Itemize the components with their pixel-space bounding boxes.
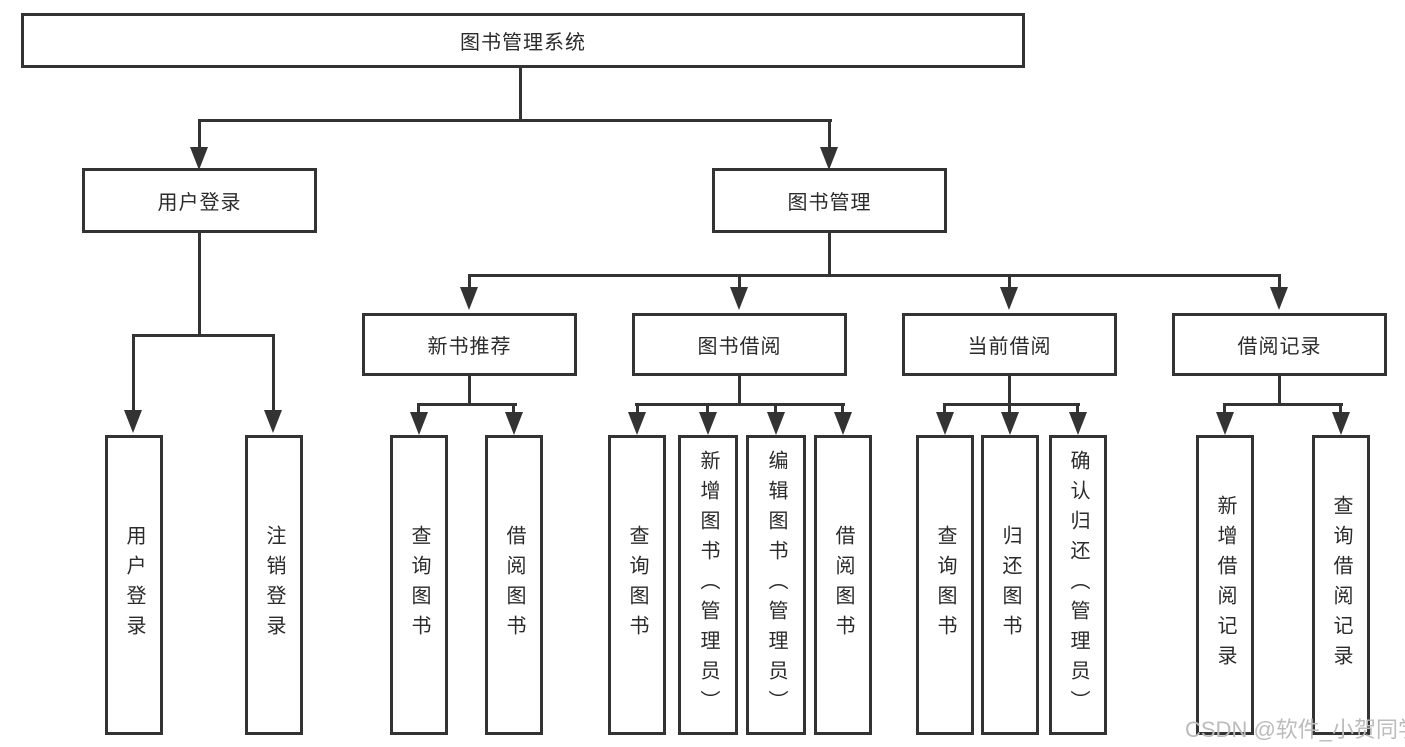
arrow-down-icon	[699, 412, 717, 435]
node-add-books-admin: 新增图书（管理员）	[678, 435, 738, 735]
connector-line	[512, 403, 515, 413]
connector-line	[1008, 403, 1011, 413]
connector-line	[1008, 376, 1011, 405]
connector-line	[272, 334, 275, 411]
node-confirm-return-admin: 确认归还（管理员）	[1049, 435, 1107, 735]
connector-line	[943, 403, 946, 413]
node-borrow-books: 借阅图书	[814, 435, 872, 735]
connector-line	[519, 68, 522, 120]
node-borrow-records: 借阅记录	[1172, 313, 1387, 376]
arrow-down-icon	[124, 410, 142, 433]
node-query-books-recommend: 查询图书	[390, 435, 448, 735]
arrow-down-icon	[730, 287, 748, 310]
arrow-down-icon	[264, 410, 282, 433]
arrow-down-icon	[1332, 412, 1350, 435]
node-current-borrowing: 当前借阅	[902, 313, 1117, 376]
node-user-login: 用户登录	[105, 435, 163, 735]
connector-line	[1223, 403, 1226, 413]
node-query-borrow-record: 查询借阅记录	[1312, 435, 1370, 735]
connector-line	[1008, 274, 1011, 288]
arrow-down-icon	[1270, 287, 1288, 310]
csdn-watermark: CSDN @软件_小贺同学	[1185, 717, 1405, 742]
connector-line	[198, 233, 201, 336]
arrow-down-icon	[1216, 412, 1234, 435]
connector-line	[1278, 376, 1281, 405]
arrow-down-icon	[820, 147, 838, 170]
connector-line	[198, 119, 832, 122]
connector-line	[943, 403, 1080, 406]
node-new-book-recommend: 新书推荐	[362, 313, 577, 376]
connector-line	[132, 334, 275, 337]
node-return-books: 归还图书	[981, 435, 1039, 735]
connector-line	[636, 403, 639, 413]
arrow-down-icon	[1001, 412, 1019, 435]
arrow-down-icon	[190, 147, 208, 170]
connector-line	[635, 403, 845, 406]
node-library-management-system: 图书管理系统	[21, 13, 1025, 68]
node-user-login-group: 用户登录	[82, 168, 317, 233]
arrow-down-icon	[1069, 412, 1087, 435]
arrow-down-icon	[834, 412, 852, 435]
connector-line	[468, 376, 471, 405]
node-borrow-books-recommend: 借阅图书	[485, 435, 543, 735]
connector-line	[198, 119, 201, 149]
connector-line	[1339, 403, 1342, 413]
arrow-down-icon	[505, 412, 523, 435]
connector-line	[828, 233, 831, 276]
connector-line	[706, 403, 709, 413]
connector-line	[468, 274, 471, 288]
connector-line	[774, 403, 777, 413]
connector-line	[841, 403, 844, 413]
node-query-books-current: 查询图书	[916, 435, 974, 735]
connector-line	[417, 403, 420, 413]
arrow-down-icon	[460, 287, 478, 310]
arrow-down-icon	[1000, 287, 1018, 310]
connector-line	[1278, 274, 1281, 288]
arrow-down-icon	[767, 412, 785, 435]
connector-line	[828, 119, 831, 149]
node-book-borrowing: 图书借阅	[632, 313, 847, 376]
arrow-down-icon	[410, 412, 428, 435]
arrow-down-icon	[628, 412, 646, 435]
node-query-books-borrowing: 查询图书	[608, 435, 666, 735]
node-book-management: 图书管理	[712, 168, 947, 233]
arrow-down-icon	[936, 412, 954, 435]
connector-line	[132, 334, 135, 411]
node-logout: 注销登录	[245, 435, 303, 735]
connector-line	[1076, 403, 1079, 413]
connector-line	[417, 403, 517, 406]
connector-line	[468, 274, 1281, 277]
connector-line	[738, 274, 741, 288]
connector-line	[1223, 403, 1343, 406]
node-add-borrow-record: 新增借阅记录	[1196, 435, 1254, 735]
node-edit-books-admin: 编辑图书（管理员）	[746, 435, 806, 735]
connector-line	[738, 376, 741, 405]
